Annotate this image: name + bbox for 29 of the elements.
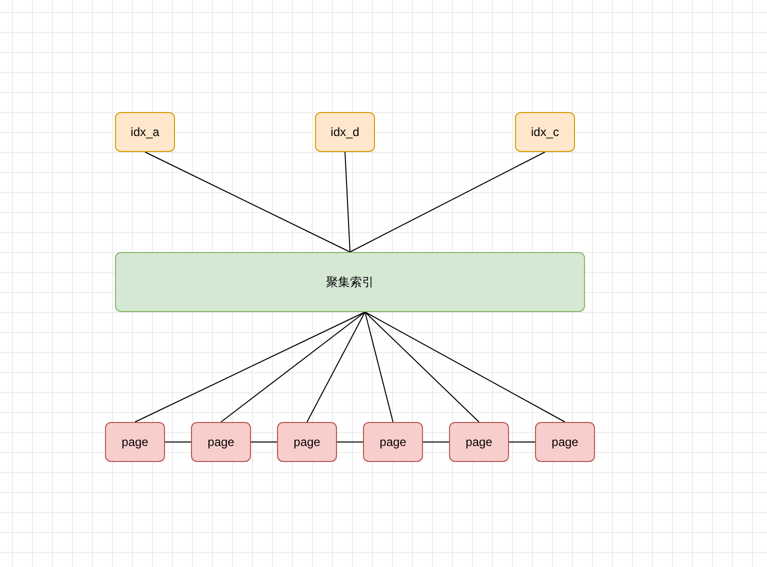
clustered-index-box (115, 252, 585, 312)
connector-line (306, 312, 366, 422)
node-label: 聚集索引 (326, 274, 374, 290)
page-box (363, 422, 423, 462)
index-box (515, 112, 575, 152)
node-label: page (552, 435, 578, 449)
node-label: idx_a (130, 125, 160, 139)
connector-line (364, 312, 394, 422)
connector-line (220, 312, 366, 422)
connector-line (144, 152, 350, 252)
connector-line (344, 152, 350, 252)
index-box (315, 112, 375, 152)
node-label: idx_d (330, 125, 360, 139)
page-box (535, 422, 595, 462)
index-box (115, 112, 175, 152)
page-box (277, 422, 337, 462)
node-label: idx_c (530, 125, 559, 139)
node-label: page (294, 435, 320, 449)
page-box (449, 422, 509, 462)
connector-line (134, 312, 366, 422)
node-label: page (122, 435, 148, 449)
node-label: page (208, 435, 234, 449)
page-box (105, 422, 165, 462)
node-label: page (466, 435, 492, 449)
connector-line (350, 152, 546, 252)
page-box (191, 422, 251, 462)
node-label: page (380, 435, 406, 449)
connector-line (364, 312, 480, 422)
connector-line (364, 312, 566, 422)
